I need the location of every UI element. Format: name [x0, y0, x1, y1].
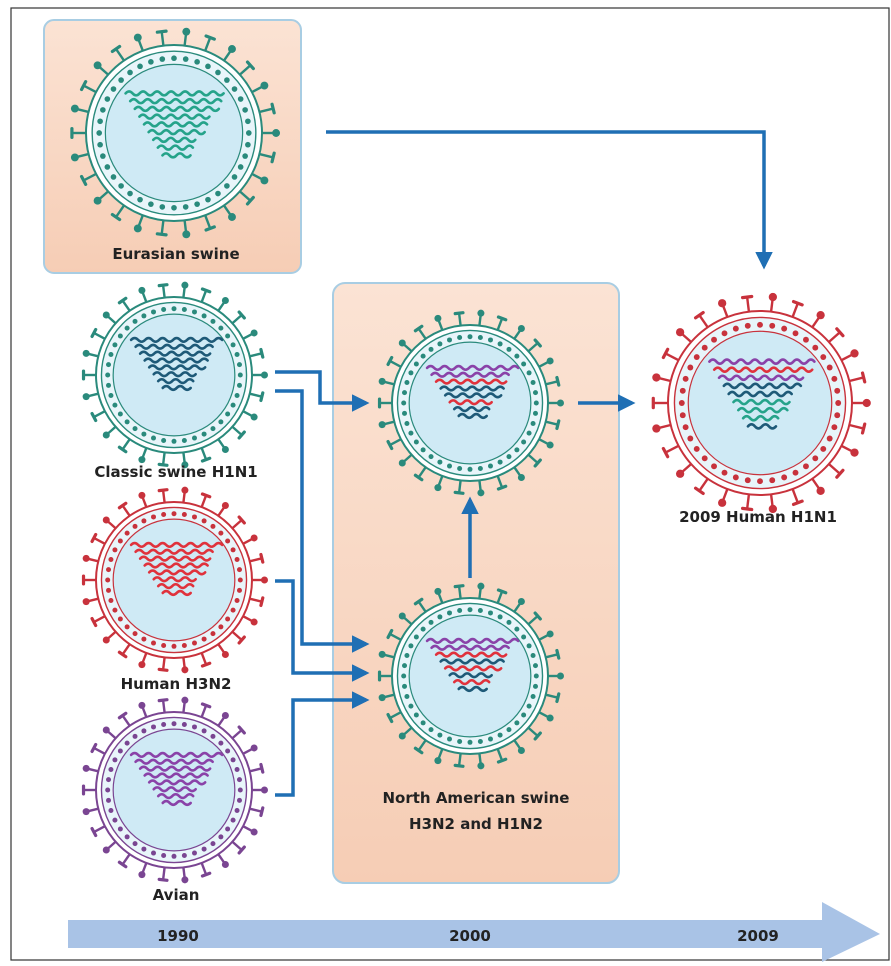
na-swine-virus-top: [377, 309, 564, 497]
arrows: [275, 130, 773, 797]
human-2009-h1n1-virus: [651, 292, 871, 514]
label-classic-swine: Classic swine H1N1: [94, 463, 257, 481]
timeline-tick-2009: 2009: [737, 927, 779, 945]
label-eurasian-swine: Eurasian swine: [112, 245, 239, 263]
arrow-classic-to-na-top: [275, 370, 370, 412]
label-na-swine-line1: North American swine: [383, 789, 570, 807]
label-human-h3n2: Human H3N2: [121, 675, 232, 693]
eurasian-swine-virus: [70, 27, 281, 239]
classic-swine-virus: [81, 281, 268, 469]
human-h3n2-virus: [81, 486, 268, 674]
avian-virus: [81, 696, 268, 884]
timeline-tick-1990: 1990: [157, 927, 199, 945]
label-avian: Avian: [153, 886, 200, 904]
label-2009-human: 2009 Human H1N1: [679, 508, 837, 526]
arrow-eurasian-to-2009: [326, 130, 773, 270]
arrow-avian-to-na: [275, 691, 370, 797]
arrow-human-h3n2-to-na: [275, 579, 370, 682]
na-swine-virus-bottom: [377, 582, 564, 770]
timeline-arrow: [68, 902, 880, 962]
timeline-tick-2000: 2000: [449, 927, 491, 945]
arrow-classic-to-na-bottom: [275, 389, 370, 653]
label-na-swine-line2: H3N2 and H1N2: [409, 815, 543, 833]
